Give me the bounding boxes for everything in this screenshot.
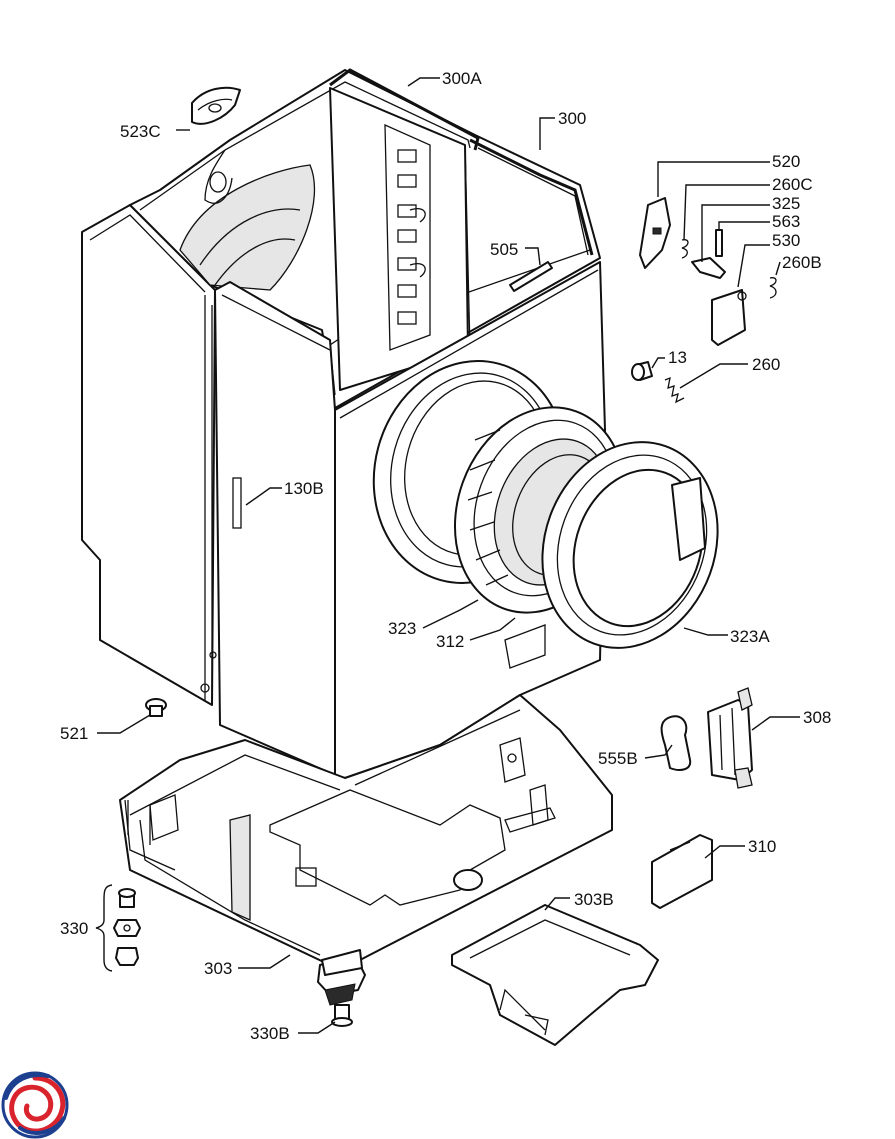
label-308: 308: [803, 708, 831, 727]
label-523C: 523C: [120, 122, 161, 141]
label-330B: 330B: [250, 1024, 290, 1043]
bush-13: [631, 361, 653, 381]
label-563: 563: [772, 212, 800, 231]
label-300A: 300A: [442, 69, 482, 88]
clip-523C: [191, 86, 241, 125]
label-260B: 260B: [782, 253, 822, 272]
label-13: 13: [668, 348, 687, 367]
clip-555B: [660, 715, 692, 771]
leader-lines: [95, 77, 800, 1034]
adjustable-foot: [317, 949, 366, 1027]
label-505: 505: [490, 240, 518, 259]
label-520: 520: [772, 152, 800, 171]
lock-cover-520: [639, 197, 671, 269]
rod-505: [509, 261, 553, 292]
label-521: 521: [60, 724, 88, 743]
side-panel: [214, 281, 336, 776]
label-260: 260: [752, 355, 780, 374]
door-ring: [541, 441, 719, 649]
screw-521: [145, 698, 167, 717]
spring-260: [664, 376, 685, 404]
label-130B: 130B: [284, 479, 324, 498]
label-325: 325: [772, 194, 800, 213]
label-310: 310: [748, 837, 776, 856]
bracket-530: [711, 289, 747, 346]
label-323: 323: [388, 619, 416, 638]
label-530: 530: [772, 231, 800, 250]
label-323A: 323A: [730, 627, 770, 646]
label-555B: 555B: [598, 749, 638, 768]
spring-260B: [769, 277, 777, 299]
label-312: 312: [436, 632, 464, 651]
spring-260C: [681, 239, 689, 259]
screw-set: [113, 888, 141, 966]
part-labels: 300A 300 523C 520 260C 325 563 530 260B …: [60, 69, 831, 1043]
label-303: 303: [204, 959, 232, 978]
hinge-308: [707, 687, 753, 789]
spiral-logo: [1, 1071, 69, 1139]
filter-cover-310: [651, 834, 713, 909]
label-330: 330: [60, 919, 88, 938]
lever-325: [691, 257, 726, 279]
pin-563: [715, 229, 723, 257]
label-303B: 303B: [574, 890, 614, 909]
bottom-plate-303B: [451, 904, 659, 1046]
label-260C: 260C: [772, 175, 813, 194]
label-300: 300: [558, 109, 586, 128]
back-panel: [81, 204, 217, 706]
